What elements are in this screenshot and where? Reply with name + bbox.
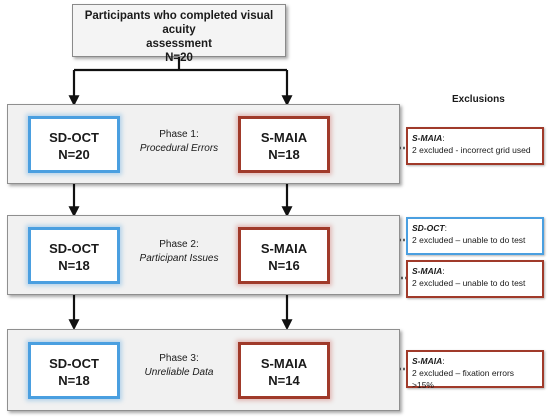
exclusion-device: S-MAIA <box>412 266 443 276</box>
exclusion-text: 2 excluded – fixation errors >15% <box>412 368 515 390</box>
exclusion-phase-2-sd-oct: SD-OCT: 2 excluded – unable to do test <box>406 217 544 255</box>
participants-line1: Participants who completed visual acuity <box>84 10 274 36</box>
exclusions-heading: Exclusions <box>452 94 505 105</box>
phase-2-sd-oct-box: SD-OCT N=18 <box>28 227 120 284</box>
device-count: N=14 <box>268 373 300 388</box>
exclusion-text: 2 excluded – unable to do test <box>412 278 526 288</box>
device-count: N=18 <box>58 258 90 273</box>
participants-box: Participants who completed visual acuity… <box>72 4 286 64</box>
phase-name: Participant Issues <box>139 253 219 264</box>
device-count: N=18 <box>268 147 300 162</box>
phase-name: Procedural Errors <box>139 143 219 154</box>
phase-1-sd-oct-box: SD-OCT N=20 <box>28 116 120 173</box>
exclusion-device: S-MAIA <box>412 133 443 143</box>
phase-name: Unreliable Data <box>144 367 214 378</box>
device-label: SD-OCT <box>49 130 99 145</box>
phase-3-title: Phase 3: Unreliable Data <box>124 352 234 380</box>
phase-1-title: Phase 1: Procedural Errors <box>124 128 234 156</box>
exclusion-device: SD-OCT <box>412 223 445 233</box>
participants-line2: assessment <box>146 38 212 50</box>
participants-count: N=20 <box>165 52 193 64</box>
exclusion-device: S-MAIA <box>412 356 443 366</box>
exclusion-text: 2 excluded – unable to do test <box>412 235 526 245</box>
exclusion-separator: : <box>442 133 445 143</box>
exclusion-phase-2-s-maia: S-MAIA: 2 excluded – unable to do test <box>406 260 544 298</box>
phase-2-s-maia-box: S-MAIA N=16 <box>238 227 330 284</box>
device-label: S-MAIA <box>260 241 308 256</box>
device-label: SD-OCT <box>49 241 99 256</box>
phase-label: Phase 2: <box>159 239 199 250</box>
exclusion-phase-3-s-maia: S-MAIA: 2 excluded – fixation errors >15… <box>406 350 544 390</box>
device-label: S-MAIA <box>260 356 308 371</box>
phase-3-sd-oct-box: SD-OCT N=18 <box>28 342 120 399</box>
phase-2-title: Phase 2: Participant Issues <box>124 238 234 266</box>
exclusion-separator: : <box>444 223 447 233</box>
device-count: N=16 <box>268 258 300 273</box>
exclusion-separator: : <box>442 356 445 366</box>
phase-label: Phase 1: <box>159 129 199 140</box>
phase-1-s-maia-box: S-MAIA N=18 <box>238 116 330 173</box>
device-label: SD-OCT <box>49 356 99 371</box>
phase-3-s-maia-box: S-MAIA N=14 <box>238 342 330 399</box>
device-count: N=18 <box>58 373 90 388</box>
device-label: S-MAIA <box>260 130 308 145</box>
device-count: N=20 <box>58 147 90 162</box>
exclusion-text: 2 excluded - incorrect grid used <box>412 145 531 155</box>
phase-label: Phase 3: <box>159 353 199 364</box>
exclusion-separator: : <box>442 266 445 276</box>
exclusion-phase-1-s-maia: S-MAIA: 2 excluded - incorrect grid used <box>406 127 544 165</box>
